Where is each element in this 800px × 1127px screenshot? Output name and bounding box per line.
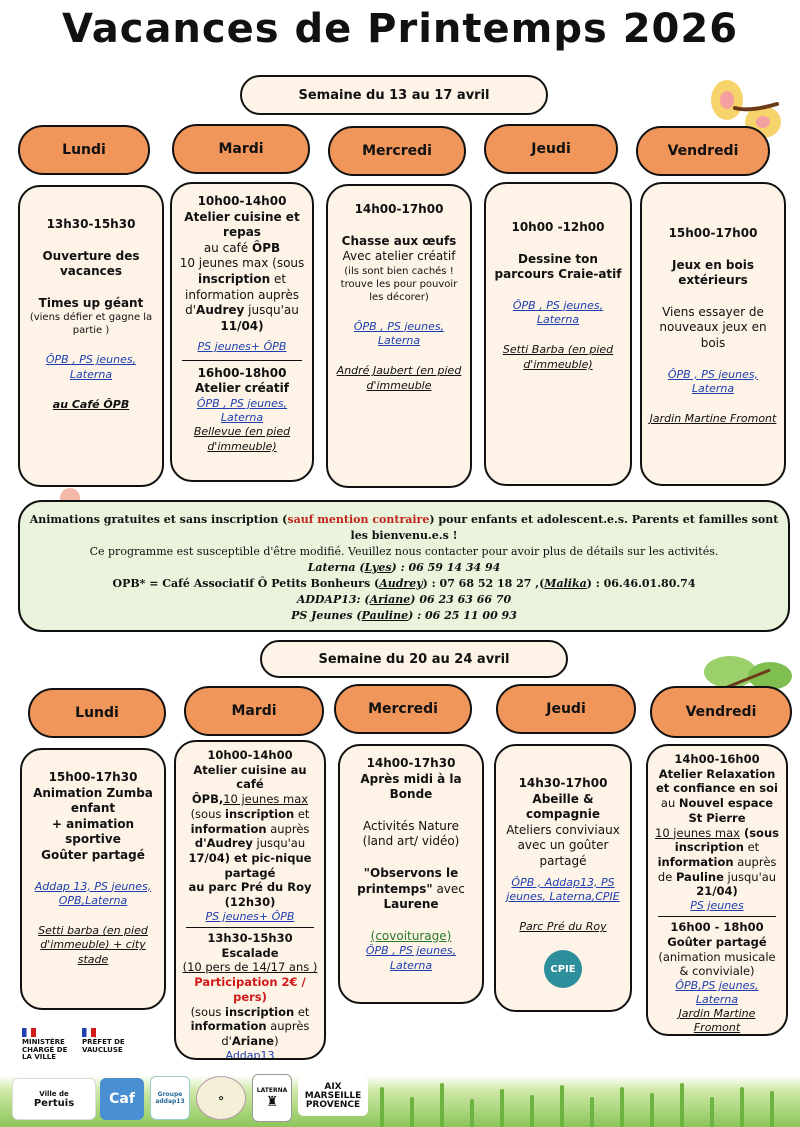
day-jeudi-w2: Jeudi xyxy=(496,684,636,734)
partners-link[interactable]: ÔPB , PS jeunes, Laterna xyxy=(196,396,288,425)
card-mardi-w1: 10h00-14h00 Atelier cuisine et repas au … xyxy=(170,182,314,482)
partners-link[interactable]: ÔPB,PS jeunes, Laterna xyxy=(675,979,759,1007)
card-mercredi-w1: 14h00-17h00 Chasse aux œufs Avec atelier… xyxy=(326,184,472,488)
card-mardi-w2: 10h00-14h00 Atelier cuisine au café ÔPB,… xyxy=(174,740,326,1060)
addap-logo: Groupe addap13 xyxy=(150,1076,190,1120)
info-box: Animations gratuites et sans inscription… xyxy=(18,500,790,632)
card-mercredi-w2: 14h00-17h30 Après midi à la Bonde Activi… xyxy=(338,744,484,1004)
leaf-icon xyxy=(704,656,792,692)
partners-link[interactable]: Addap 13, PS jeunes, OPB,Laterna xyxy=(34,879,152,907)
cpie-logo: CPIE xyxy=(544,950,582,989)
pertuis-logo: Ville de Pertuis xyxy=(12,1078,96,1120)
page-title: Vacances de Printemps 2026 xyxy=(61,6,739,52)
day-mercredi-w2: Mercredi xyxy=(334,684,472,734)
partners-link[interactable]: Addap13 xyxy=(225,1048,275,1060)
day-jeudi-w1: Jeudi xyxy=(484,124,618,174)
ministere-logo: MINISTÈRE CHARGÉ DE LA VILLE xyxy=(22,1028,74,1062)
day-vendredi-w1: Vendredi xyxy=(636,126,770,176)
partners-link[interactable]: ÔPB , PS jeunes, Laterna xyxy=(667,367,759,395)
laterna-logo: LATERNA ♜ xyxy=(252,1074,292,1122)
partners-link[interactable]: ÔPB , PS jeunes, Laterna xyxy=(365,944,457,972)
aix-marseille-logo: AIX MARSEILLE PROVENCE xyxy=(298,1076,368,1116)
partners-link[interactable]: ÔPB , Addap13, PS jeunes, Laterna,CPIE xyxy=(506,875,620,903)
partners-link[interactable]: PS jeunes+ ÔPB xyxy=(197,340,287,354)
week1-label: Semaine du 13 au 17 avril xyxy=(240,75,548,115)
day-mercredi-w1: Mercredi xyxy=(328,126,466,176)
day-lundi-w1: Lundi xyxy=(18,125,150,175)
card-vendredi-w2: 14h00-16h00 Atelier Relaxation et confia… xyxy=(646,744,788,1036)
partners-link[interactable]: PS jeunes xyxy=(690,899,744,913)
card-lundi-w1: 13h30-15h30 Ouverture des vacances Times… xyxy=(18,185,164,487)
day-mardi-w1: Mardi xyxy=(172,124,310,174)
partners-link[interactable]: ÔPB , PS jeunes, Laterna xyxy=(45,353,137,381)
week2-label: Semaine du 20 au 24 avril xyxy=(260,640,568,678)
card-vendredi-w1: 15h00-17h00 Jeux en bois extérieurs Vien… xyxy=(640,182,786,486)
day-mardi-w2: Mardi xyxy=(184,686,324,736)
day-vendredi-w2: Vendredi xyxy=(650,686,792,738)
partners-link[interactable]: PS jeunes+ ÔPB xyxy=(205,909,295,923)
prefet-logo: PRÉFET DE VAUCLUSE xyxy=(82,1028,138,1054)
caf-logo: Caf xyxy=(100,1078,144,1120)
opb-logo: ✿ xyxy=(196,1076,246,1120)
day-lundi-w2: Lundi xyxy=(28,688,166,738)
divider xyxy=(658,916,776,918)
partners-link[interactable]: ÔPB , PS jeunes, Laterna xyxy=(353,319,445,348)
divider xyxy=(186,926,314,928)
card-jeudi-w2: 14h30-17h00 Abeille & compagnie Ateliers… xyxy=(494,744,632,1012)
card-lundi-w2: 15h00-17h30 Animation Zumba enfant + ani… xyxy=(20,748,166,1010)
partners-link[interactable]: ÔPB , PS jeunes, Laterna xyxy=(512,298,604,327)
divider xyxy=(182,359,302,361)
card-jeudi-w1: 10h00 -12h00 Dessine ton parcours Craie-… xyxy=(484,182,632,486)
